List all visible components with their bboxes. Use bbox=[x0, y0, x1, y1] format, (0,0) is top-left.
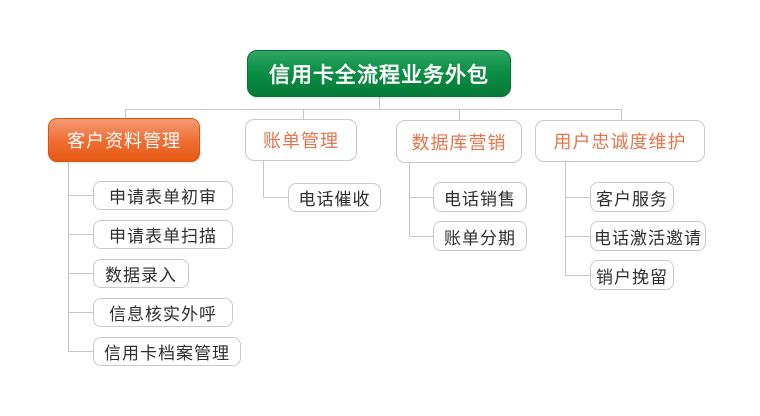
connector-line bbox=[68, 195, 93, 196]
connector-line bbox=[303, 109, 304, 119]
leaf-node[interactable]: 账单分期 bbox=[433, 221, 527, 251]
connector-line bbox=[621, 109, 622, 120]
connector-line bbox=[565, 162, 566, 276]
connector-line bbox=[125, 109, 622, 110]
root-node[interactable]: 信用卡全流程业务外包 bbox=[247, 50, 511, 97]
connector-line bbox=[379, 97, 380, 109]
connector-line bbox=[409, 197, 433, 198]
leaf-node[interactable]: 申请表单扫描 bbox=[93, 220, 233, 249]
branch-node-customer-data-management[interactable]: 客户资料管理 bbox=[48, 118, 200, 162]
connector-line bbox=[68, 273, 93, 274]
connector-line bbox=[565, 236, 590, 237]
connector-line bbox=[565, 197, 590, 198]
leaf-node[interactable]: 申请表单初审 bbox=[93, 181, 233, 210]
leaf-node[interactable]: 电话销售 bbox=[433, 182, 527, 212]
connector-line bbox=[68, 162, 69, 352]
connector-line bbox=[68, 234, 93, 235]
branch-node-user-loyalty-maintenance[interactable]: 用户忠诚度维护 bbox=[535, 120, 705, 162]
connector-line bbox=[565, 275, 590, 276]
branch-node-billing-management[interactable]: 账单管理 bbox=[245, 119, 357, 161]
leaf-node[interactable]: 信息核实外呼 bbox=[93, 298, 233, 327]
connector-line bbox=[125, 109, 126, 118]
connector-line bbox=[68, 312, 93, 313]
connector-line bbox=[409, 163, 410, 237]
leaf-node[interactable]: 电话激活邀请 bbox=[590, 221, 706, 251]
leaf-node[interactable]: 数据录入 bbox=[93, 259, 189, 288]
connector-line bbox=[263, 197, 288, 198]
leaf-node[interactable]: 销户挽留 bbox=[590, 260, 674, 290]
leaf-node[interactable]: 信用卡档案管理 bbox=[93, 337, 241, 366]
connector-line bbox=[459, 109, 460, 120]
leaf-node[interactable]: 电话催收 bbox=[288, 183, 381, 212]
connector-line bbox=[409, 236, 433, 237]
connector-line bbox=[68, 351, 93, 352]
connector-line bbox=[263, 161, 264, 198]
branch-node-database-marketing[interactable]: 数据库营销 bbox=[396, 120, 522, 163]
leaf-node[interactable]: 客户服务 bbox=[590, 182, 674, 212]
